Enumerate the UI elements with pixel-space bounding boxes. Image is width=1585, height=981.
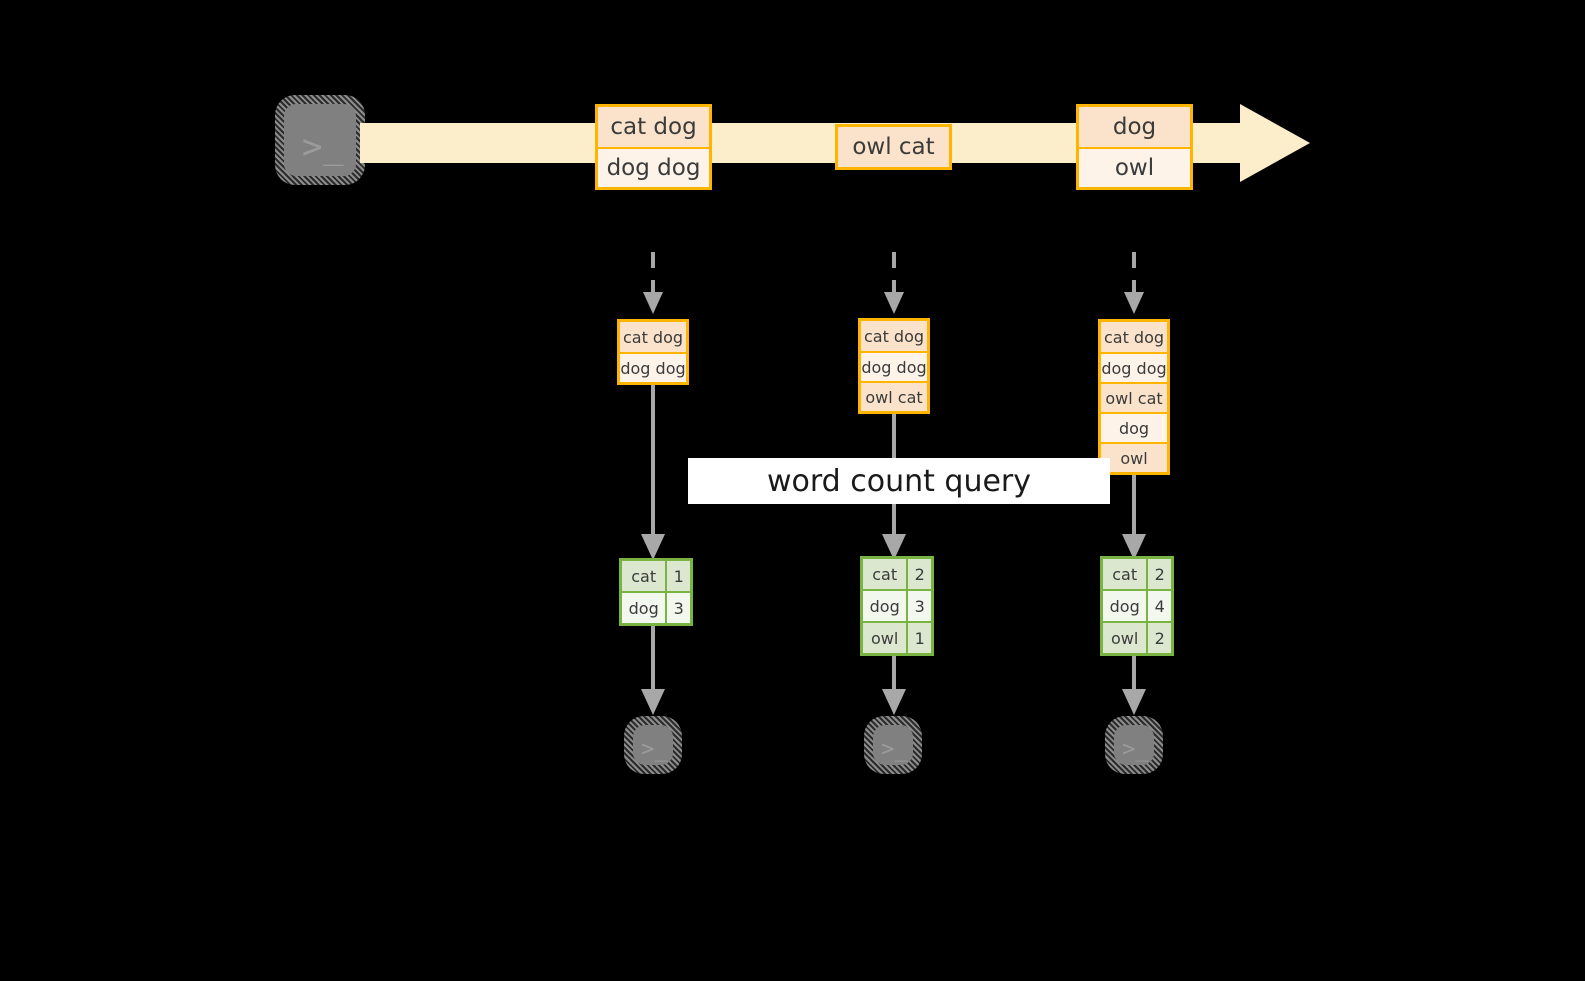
sink-connector-3 [1122,650,1146,715]
stream-batch-2: owl cat [835,124,952,170]
record-line: cat dog [1101,322,1167,352]
record-line: dog dog [1101,352,1167,382]
record-line: owl [1079,147,1190,187]
query-label-text: word count query [766,463,1032,499]
dashed-connector-1 [643,252,663,314]
result-word: dog [622,593,666,623]
result-count: 1 [906,623,931,653]
table-row: owl 1 [863,621,931,653]
dashed-connector-2 [884,252,904,314]
table-row: cat 2 [1103,559,1171,589]
result-table-1: cat 1 dog 3 [619,558,693,626]
result-table-3: cat 2 dog 4 owl 2 [1100,556,1174,656]
result-table-2: cat 2 dog 3 owl 1 [860,556,934,656]
record-line: dog dog [620,352,686,382]
table-row: cat 2 [863,559,931,589]
stream-batch-1: cat dog dog dog [595,104,712,190]
result-count: 3 [906,591,931,621]
record-line: dog [1101,412,1167,442]
result-count: 2 [906,559,931,589]
stream-batch-3: dog owl [1076,104,1193,190]
input-table-2: cat dog dog dog owl cat [858,318,930,414]
terminal-body [1114,725,1154,765]
input-table-1: cat dog dog dog [617,319,689,385]
record-line: cat dog [861,321,927,351]
terminal-prompt-glyph: >_ [302,127,345,167]
dashed-connector-3 [1124,252,1144,314]
result-word: cat [622,561,666,591]
result-count: 2 [1146,623,1171,653]
result-count: 1 [665,561,690,591]
record-line: owl cat [861,381,927,411]
query-connector-3 [1122,474,1146,560]
record-line: owl [1101,442,1167,472]
result-count: 4 [1146,591,1171,621]
record-line: dog [1079,107,1190,147]
terminal-body [873,725,913,765]
sink-terminal-2: >_ [864,716,922,774]
terminal-body [633,725,673,765]
record-line: owl cat [838,127,949,167]
sink-terminal-3: >_ [1105,716,1163,774]
table-row: dog 3 [863,589,931,621]
sink-terminal-1: >_ [624,716,682,774]
result-count: 2 [1146,559,1171,589]
table-row: owl 2 [1103,621,1171,653]
table-row: dog 4 [1103,589,1171,621]
input-table-3: cat dog dog dog owl cat dog owl [1098,319,1170,475]
terminal-body [284,104,356,176]
result-word: dog [863,591,907,621]
result-word: cat [863,559,907,589]
terminal-prompt-glyph: >_ [641,737,669,762]
query-connector-1 [641,382,665,560]
terminal-prompt-glyph: >_ [881,737,909,762]
result-word: dog [1103,591,1147,621]
result-word: owl [863,623,907,653]
record-line: cat dog [598,107,709,147]
sink-connector-2 [882,650,906,715]
sink-connector-1 [641,622,665,715]
record-line: dog dog [861,351,927,381]
source-terminal-icon: >_ [275,95,365,185]
result-word: cat [1103,559,1147,589]
table-row: cat 1 [622,561,690,591]
terminal-prompt-glyph: >_ [1122,737,1150,762]
record-line: dog dog [598,147,709,187]
record-line: cat dog [620,322,686,352]
result-word: owl [1103,623,1147,653]
record-line: owl cat [1101,382,1167,412]
table-row: dog 3 [622,591,690,623]
result-count: 3 [665,593,690,623]
query-label: word count query [688,458,1110,504]
